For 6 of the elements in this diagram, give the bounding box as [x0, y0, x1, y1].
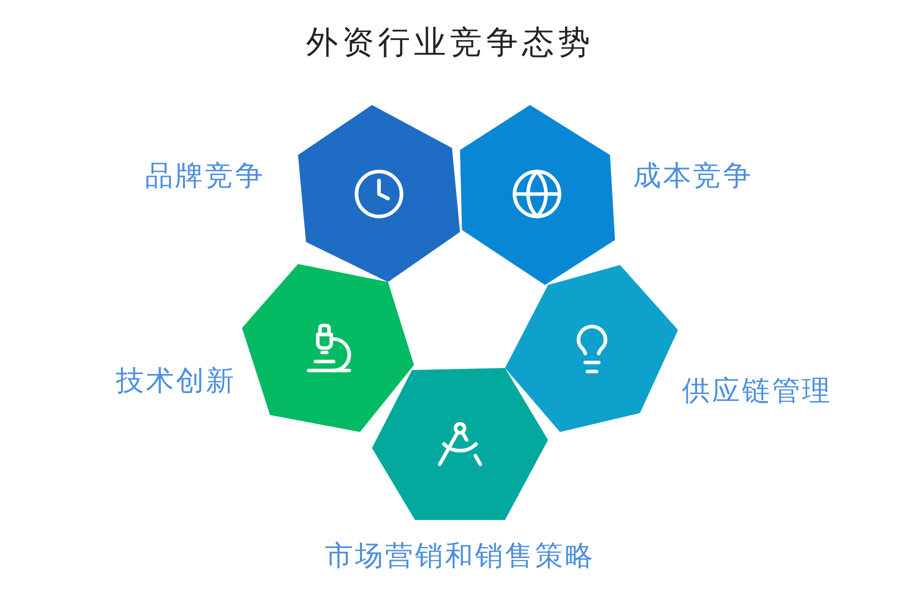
node-caption: 市场营销和销售策略 [324, 538, 596, 574]
node-caption: 成本竞争 [633, 158, 753, 194]
node-caption: 供应链管理 [682, 373, 832, 409]
node-caption: 品牌竞争 [145, 158, 265, 194]
node-caption: 技术创新 [116, 363, 236, 399]
title: 外资行业竞争态势 [305, 22, 595, 63]
